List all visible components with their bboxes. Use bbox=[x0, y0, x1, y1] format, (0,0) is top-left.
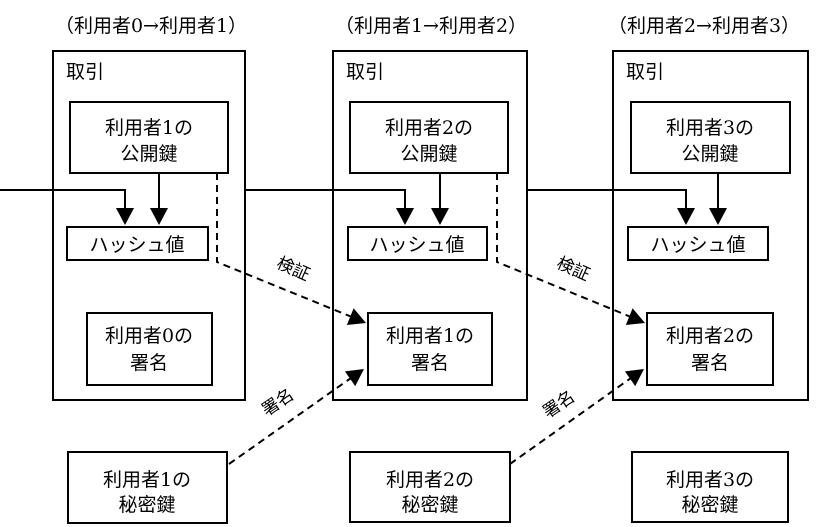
hash-box-3 bbox=[627, 226, 769, 261]
signature-label-1-line1: 利用者0の bbox=[105, 325, 193, 347]
hash-arrowhead-1a bbox=[116, 208, 134, 225]
hash-label-3: ハッシュ値 bbox=[650, 234, 745, 256]
public-key-label-2-line1: 利用者2の bbox=[385, 117, 473, 139]
chain-line-into-tx1 bbox=[0, 189, 126, 210]
private-key-label-1-line2: 秘密鍵 bbox=[118, 494, 175, 516]
private-key-label-3-line1: 利用者3の bbox=[666, 469, 754, 491]
signature-label-2-line2: 署名 bbox=[411, 352, 449, 374]
private-key-label-3-line2: 秘密鍵 bbox=[681, 494, 738, 516]
public-key-label-3-line2: 公開鍵 bbox=[681, 143, 738, 165]
hash-arrowhead-2b bbox=[431, 208, 449, 225]
public-key-box-2 bbox=[349, 101, 509, 174]
private-key-box-2 bbox=[349, 451, 511, 523]
verify-line-2 bbox=[496, 173, 632, 318]
signature-box-1 bbox=[86, 312, 213, 386]
public-key-label-1-line2: 公開鍵 bbox=[120, 143, 177, 165]
signature-box-3 bbox=[646, 312, 774, 386]
signature-box-2 bbox=[367, 312, 493, 386]
chain-line-tx2-to-tx3 bbox=[527, 189, 687, 210]
hash-label-2: ハッシュ値 bbox=[369, 234, 464, 256]
verify-arrowhead-1 bbox=[346, 308, 366, 325]
hash-label-1: ハッシュ値 bbox=[89, 234, 184, 256]
sign-line-1 bbox=[228, 377, 352, 465]
signature-label-2-line1: 利用者1の bbox=[386, 325, 474, 347]
transaction-title-3: 取引 bbox=[626, 61, 664, 83]
private-key-label-2-line2: 秘密鍵 bbox=[401, 494, 458, 516]
private-key-label-1-line1: 利用者1の bbox=[103, 469, 191, 491]
sign-arrowhead-1 bbox=[344, 369, 364, 387]
signature-label-3-line1: 利用者2の bbox=[666, 325, 754, 347]
verify-edge-label-1: 検証 bbox=[273, 253, 312, 285]
hash-arrowhead-1b bbox=[150, 208, 168, 225]
verify-arrowhead-2 bbox=[625, 308, 645, 325]
private-key-label-2-line1: 利用者2の bbox=[386, 469, 474, 491]
verify-edge-label-2: 検証 bbox=[553, 253, 592, 285]
transaction-title-2: 取引 bbox=[346, 61, 384, 83]
private-key-box-1 bbox=[67, 451, 228, 524]
public-key-box-3 bbox=[630, 101, 791, 174]
public-key-label-1-line1: 利用者1の bbox=[105, 117, 193, 139]
transaction-title-1: 取引 bbox=[66, 61, 104, 83]
hash-arrowhead-3a bbox=[677, 208, 695, 225]
hash-box-2 bbox=[347, 226, 488, 261]
sign-edge-label-1: 署名 bbox=[259, 385, 298, 421]
hash-arrowhead-3b bbox=[709, 208, 727, 225]
hash-box-1 bbox=[66, 226, 209, 261]
verify-line-1 bbox=[216, 173, 353, 318]
header-transfer-0-to-1: （利用者0→利用者1） bbox=[55, 15, 247, 37]
public-key-label-2-line2: 公開鍵 bbox=[400, 143, 457, 165]
hash-arrowhead-2a bbox=[396, 208, 414, 225]
public-key-label-3-line1: 利用者3の bbox=[666, 117, 754, 139]
public-key-box-1 bbox=[69, 101, 229, 174]
sign-arrowhead-2 bbox=[624, 369, 644, 387]
sign-line-2 bbox=[509, 377, 632, 465]
signature-label-1-line2: 署名 bbox=[130, 352, 168, 374]
chain-line-tx1-to-tx2 bbox=[245, 189, 406, 210]
signature-label-3-line2: 署名 bbox=[691, 352, 729, 374]
private-key-box-3 bbox=[631, 451, 789, 523]
sign-edge-label-2: 署名 bbox=[540, 387, 579, 423]
header-transfer-1-to-2: （利用者1→利用者2） bbox=[335, 15, 527, 37]
header-transfer-2-to-3: （利用者2→利用者3） bbox=[608, 15, 800, 37]
